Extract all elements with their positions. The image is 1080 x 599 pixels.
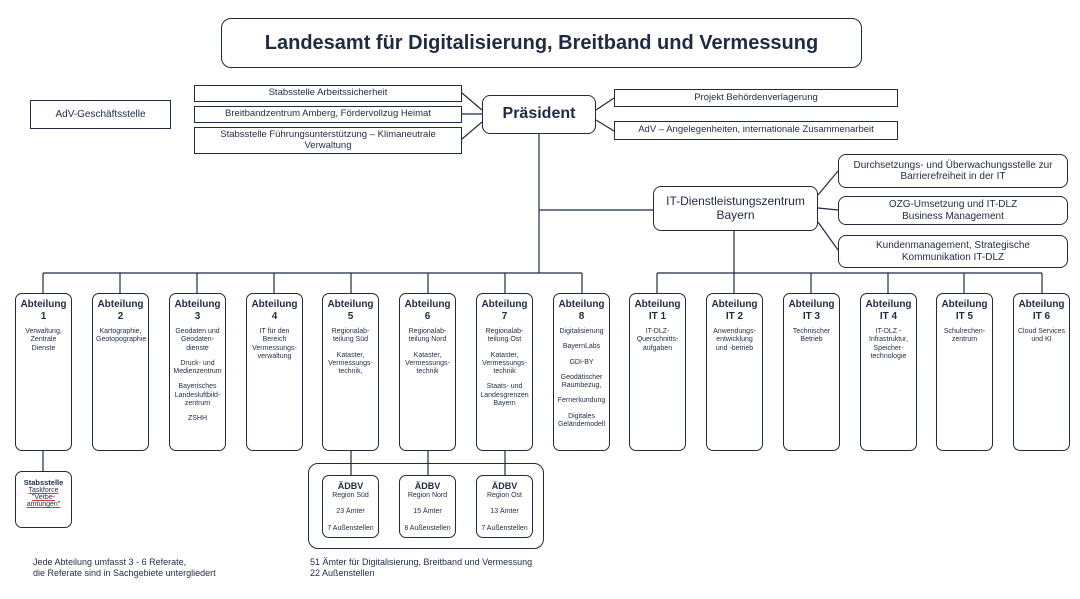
it-dept-line: IT-DLZ - Infrastruktur, Speicher-technol… (869, 328, 908, 360)
aedbv-region: Region Süd (332, 491, 369, 499)
note-referate-line-1: Jede Abteilung umfasst 3 - 6 Referate, (33, 557, 187, 567)
stabsstelle-box: Stabsstelle Taskforce "Verbe-amtungen" (15, 471, 72, 528)
aedbv-region: Region Ost (486, 491, 523, 499)
it-dept-line: Technischer Betrieb (792, 328, 831, 344)
staff-box-behoerdenverlagerung: Projekt Behördenverlagerung (614, 89, 898, 107)
dept-line: Kataster, Vermessungs-technik (405, 351, 450, 376)
dept-line: Regionalab-teilung Süd (331, 328, 370, 344)
adv-office-box: AdV-Geschäftsstelle (30, 100, 171, 129)
aedbv-group (308, 463, 544, 549)
dept-line: Geodätischer Raumbezug, (560, 373, 603, 389)
aedbv-offices: 13 Ämter (490, 508, 519, 516)
aedbv-heading: ÄDBV (414, 481, 441, 491)
note-aemter: 51 Ämter für Digitalisierung, Breitband … (310, 557, 532, 580)
dept-line: Bayerisches Landesluftbild-zentrum (174, 383, 221, 407)
dept-line: Digitales Geländemodell (557, 412, 606, 428)
staff-box-fuehrungsunterstuetzung: Stabsstelle Führungsunterstützung – Klim… (194, 127, 462, 154)
dept-line: Digitalisierung (559, 328, 604, 335)
staff-box-breitbandzentrum: Breitbandzentrum Amberg, Fördervollzug H… (194, 106, 462, 123)
dept-line: Kataster, Vermessungs-technik, (328, 351, 373, 376)
stabsstelle-verbeamtungen: "Verbe-amtungen" (26, 494, 61, 508)
itdlz-staff-ozg: OZG-Umsetzung und IT-DLZ Business Manage… (838, 196, 1068, 225)
it-dept-line: Schulrechen-zentrum (943, 328, 986, 344)
aedbv-region: Region Nord (407, 491, 448, 499)
note-referate: Jede Abteilung umfasst 3 - 6 Referate, d… (33, 557, 216, 580)
staff-box-arbeitssicherheit: Stabsstelle Arbeitssicherheit (194, 85, 462, 102)
dept-line: Staats- und Landesgrenzen Bayern (480, 383, 529, 407)
dept-line: Regionalab-teilung Ost (485, 328, 524, 344)
itdlz-staff-kundenmanagement: Kundenmanagement, Strategische Kommunika… (838, 235, 1068, 268)
dept-line: IT für den Bereich Vermessungs-verwaltun… (252, 328, 297, 360)
dept-line: Druck- und Medienzentrum (173, 359, 222, 375)
aedbv-heading: ÄDBV (491, 481, 518, 491)
note-referate-line-2: die Referate sind in Sachgebiete untergl… (33, 568, 216, 579)
dept-line: ZSHH (187, 415, 208, 422)
dept-line: BayernLabs (562, 343, 601, 351)
aedbv-branches: 7 Außenstellen (327, 524, 374, 532)
it-dept-line: Anwendungs-entwicklung und -betrieb (713, 328, 756, 352)
stabsstelle-heading: Stabsstelle (23, 478, 64, 487)
dept-line: Regionalab-teilung Nord (408, 328, 447, 344)
it-dept-line: IT-DLZ-Querschnitts-aufgaben (636, 328, 679, 352)
note-aemter-line-1: 51 Ämter für Digitalisierung, Breitband … (310, 557, 533, 567)
it-dept-line: Cloud Services und KI (1017, 328, 1066, 344)
dept-line: GDI-BY (569, 358, 594, 366)
dept-line: Fernerkundung (557, 397, 606, 405)
itdlz-staff-barrierefreiheit: Durchsetzungs- und Überwachungsstelle zu… (838, 154, 1068, 188)
president-box: Präsident (482, 95, 596, 134)
note-aemter-line-2: 22 Außenstellen (310, 568, 375, 579)
dept-line: Kataster, Vermessungs-technik (482, 351, 527, 376)
aedbv-offices: 15 Ämter (413, 508, 442, 516)
staff-box-adv-angelegenheiten: AdV – Angelegenheiten, internationale Zu… (614, 121, 898, 140)
aedbv-branches: 8 Außenstellen (404, 524, 451, 532)
page-title: Landesamt für Digitalisierung, Breitband… (221, 18, 862, 68)
aedbv-offices: 23 Ämter (336, 508, 365, 516)
stabsstelle-taskforce: Taskforce (28, 487, 59, 494)
dept-line: Geodaten und Geodaten-dienste (175, 328, 220, 352)
itdlz-box: IT-Dienstleistungszentrum Bayern (653, 186, 818, 231)
dept-line: Kartographie, Geotopographie (96, 328, 147, 344)
dept-line: Verwaltung, Zentrale Dienste (25, 328, 62, 352)
aedbv-branches: 7 Außenstellen (481, 524, 528, 532)
aedbv-heading: ÄDBV (337, 481, 364, 491)
